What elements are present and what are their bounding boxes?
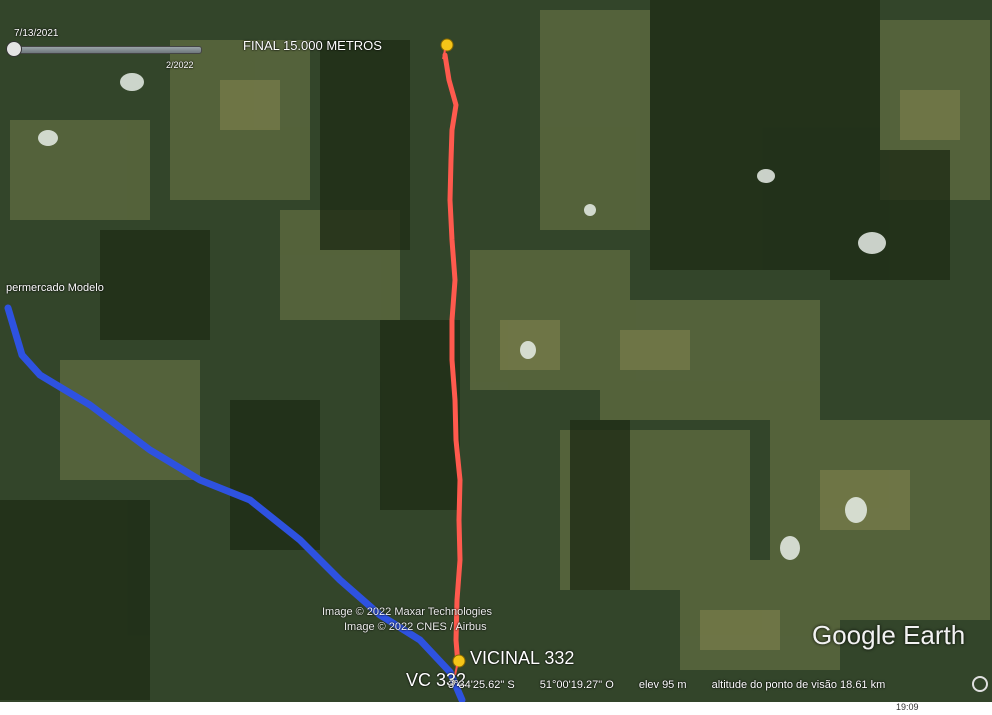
time-slider-track[interactable] <box>8 46 202 54</box>
timeline-date: 7/13/2021 <box>14 28 59 39</box>
imagery-credit-2: Image © 2022 CNES / Airbus <box>344 621 487 633</box>
pushpin-icon[interactable] <box>440 38 454 60</box>
place-label: permercado Modelo <box>6 282 104 294</box>
status-bar: 3°34'25.62" S 51°00'19.27" O elev 95 m a… <box>448 679 907 691</box>
google-earth-watermark: Google Earth <box>812 620 966 650</box>
eye-altitude-readout: altitude do ponto de visão 18.61 km <box>711 679 886 691</box>
imagery-credit-1: Image © 2022 Maxar Technologies <box>322 606 492 618</box>
final-marker-label: FINAL 15.000 METROS <box>243 38 382 53</box>
red-route <box>442 52 463 668</box>
longitude-readout: 51°00'19.27" O <box>539 679 614 691</box>
clock-readout: 19:09 <box>896 702 919 712</box>
vicinal-label: VICINAL 332 <box>470 648 575 668</box>
compass-icon[interactable] <box>972 676 988 692</box>
vc-label: VC 332 <box>406 670 467 690</box>
time-slider-knob[interactable] <box>6 41 22 57</box>
latitude-readout: 3°34'25.62" S <box>448 679 515 691</box>
blue-route <box>4 304 466 704</box>
timeline-end-date: 2/2022 <box>166 60 194 70</box>
bottom-strip <box>0 702 992 715</box>
pushpin-icon[interactable] <box>452 654 466 676</box>
time-slider[interactable] <box>6 38 202 58</box>
elevation-readout: elev 95 m <box>638 679 687 691</box>
